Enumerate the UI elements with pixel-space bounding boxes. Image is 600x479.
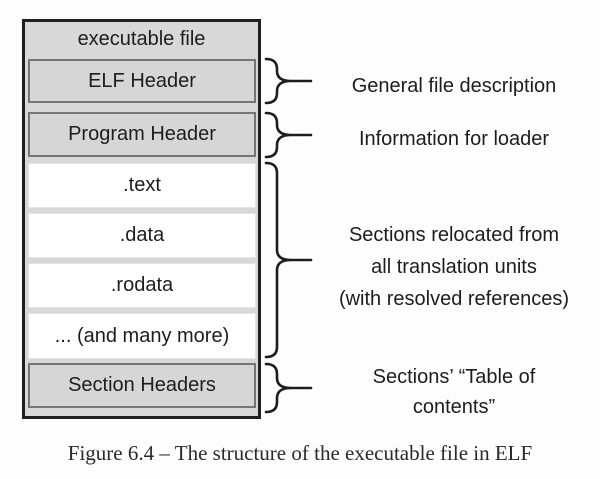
brace-program-header-icon <box>264 111 313 159</box>
row-label: .data <box>119 224 165 246</box>
row-text-section: .text <box>28 163 256 208</box>
annotation-line: (with resolved references) <box>338 288 570 310</box>
brace-section-headers-icon <box>264 362 313 414</box>
figure-caption: Figure 6.4 – The structure of the execut… <box>67 441 533 465</box>
row-label: Program Header <box>68 123 216 145</box>
annotation-line: General file description <box>351 75 557 97</box>
row-label: .rodata <box>110 274 174 296</box>
annotation-line: contents” <box>412 396 496 418</box>
row-elf-header: ELF Header <box>28 59 256 103</box>
row-program-header: Program Header <box>28 112 256 157</box>
row-section-headers: Section Headers <box>28 363 256 408</box>
row-label: ELF Header <box>88 69 196 92</box>
brace-elf-header-icon <box>264 57 313 105</box>
row-label: .text <box>123 174 161 196</box>
annotation-general-file-description: General file description <box>316 70 592 102</box>
row-rodata-section: .rodata <box>28 263 256 308</box>
executable-file-title: executable file <box>77 28 206 50</box>
row-label: Section Headers <box>68 374 216 396</box>
row-more-sections: ... (and many more) <box>28 313 256 359</box>
annotation-line: Information for loader <box>358 128 550 150</box>
annotation-line: all translation units <box>371 256 537 278</box>
annotation-table-of-contents: Sections’ “Table of contents” <box>316 362 592 422</box>
brace-sections-icon <box>264 161 313 359</box>
row-label: ... (and many more) <box>54 324 230 347</box>
annotation-line: Sections’ “Table of <box>372 366 536 388</box>
annotation-sections-relocated: Sections relocated from all translation … <box>316 219 592 315</box>
annotation-line: Sections relocated from <box>348 224 560 246</box>
annotation-information-for-loader: Information for loader <box>316 123 592 155</box>
row-data-section: .data <box>28 213 256 258</box>
